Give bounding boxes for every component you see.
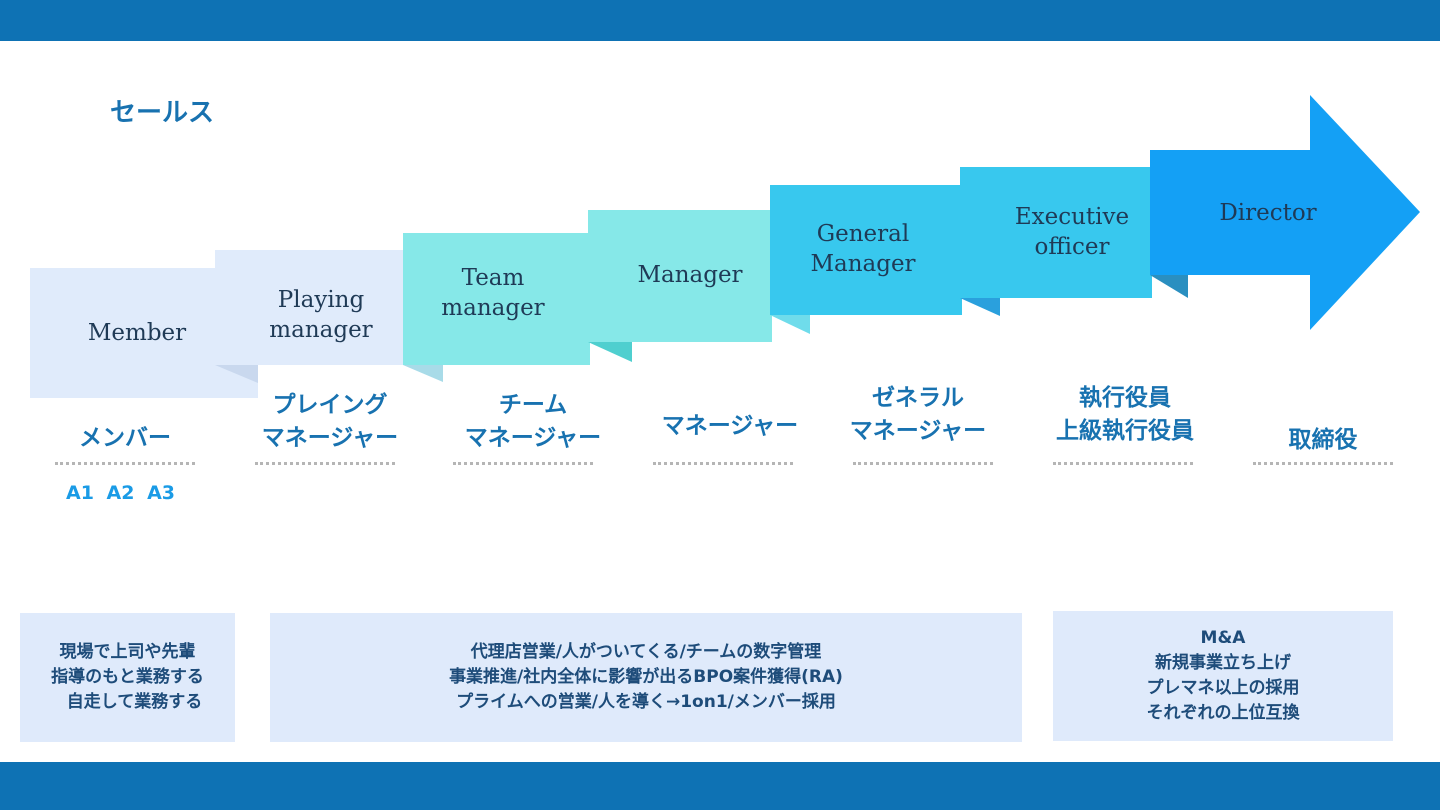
step-label-member: Member bbox=[87, 320, 187, 346]
fold-executive bbox=[960, 298, 1000, 316]
jp-label-executive-officer: 執行役員上級執行役員 bbox=[1056, 385, 1194, 444]
fold-manager bbox=[588, 342, 632, 362]
fold-general bbox=[770, 315, 810, 334]
divider bbox=[1253, 462, 1393, 465]
jp-label-general-manager: ゼネラルマネージャー bbox=[849, 385, 987, 444]
step-general-manager bbox=[770, 185, 962, 315]
fold-director bbox=[1150, 275, 1188, 298]
step-label-director: Director bbox=[1219, 200, 1317, 226]
jp-label-member: メンバー bbox=[79, 425, 171, 451]
page-title: セールス bbox=[110, 98, 215, 128]
step-playing-manager bbox=[215, 250, 405, 365]
top-bar bbox=[0, 0, 1440, 41]
divider bbox=[653, 462, 793, 465]
jp-label-manager: マネージャー bbox=[661, 413, 799, 439]
bottom-bar bbox=[0, 762, 1440, 810]
jp-label-playing-manager: プレイングマネージャー bbox=[261, 392, 399, 451]
fold-team bbox=[403, 365, 443, 382]
step-manager bbox=[588, 210, 772, 342]
divider bbox=[55, 462, 195, 465]
divider bbox=[853, 462, 993, 465]
description-box-managers: 代理店営業/人がついてくる/チームの数字管理事業推進/社内全体に影響が出るBPO… bbox=[270, 613, 1022, 742]
member-grades: A1 A2 A3 bbox=[66, 482, 176, 504]
step-director-arrow bbox=[1150, 95, 1420, 330]
divider bbox=[453, 462, 593, 465]
step-team-manager bbox=[403, 233, 590, 365]
jp-label-team-manager: チームマネージャー bbox=[464, 392, 602, 451]
divider bbox=[1053, 462, 1193, 465]
fold-playing bbox=[215, 365, 258, 383]
divider bbox=[255, 462, 395, 465]
step-executive-officer bbox=[960, 167, 1152, 298]
step-label-manager: Manager bbox=[637, 262, 743, 288]
description-box-member: 現場で上司や先輩指導のもと業務する自走して業務する bbox=[20, 613, 235, 742]
jp-label-director: 取締役 bbox=[1288, 427, 1358, 453]
